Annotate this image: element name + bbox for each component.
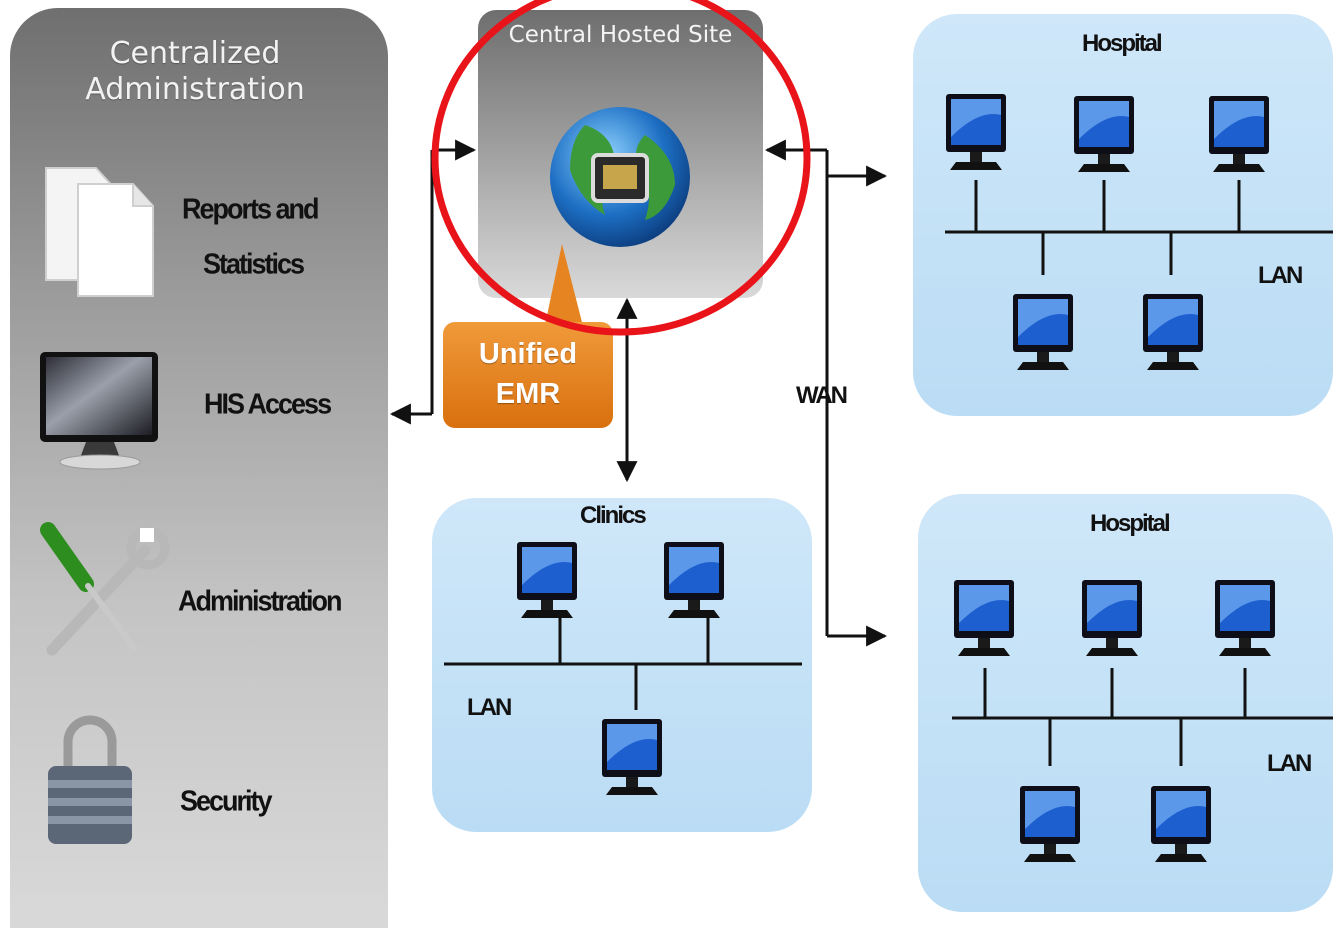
tools-icon: [40, 522, 170, 656]
hospital-bottom-lan-label: LAN: [1267, 750, 1312, 777]
unified-emr-callout: [443, 322, 613, 428]
unified-emr-label: Unified EMR: [478, 338, 578, 410]
his-access-label: HIS Access: [204, 388, 332, 420]
padlock-icon: [48, 715, 132, 844]
clinics-title: Clinics: [580, 502, 647, 529]
highlight-circle: [431, 0, 811, 336]
hospital-top-lan-label: LAN: [1258, 262, 1303, 289]
administration-label: Administration: [178, 585, 343, 617]
emr-callout-pointer: [544, 244, 584, 330]
reports-statistics-label-line1: Reports and: [182, 193, 320, 225]
clinics-lan-label: LAN: [467, 694, 512, 721]
hospital-bottom-title: Hospital: [1090, 510, 1171, 537]
monitor-icon: [40, 352, 158, 470]
wan-label: WAN: [796, 382, 848, 409]
security-label: Security: [180, 785, 273, 817]
hospital-top-title: Hospital: [1082, 30, 1163, 57]
hospital-network-top: [913, 14, 1333, 416]
documents-icon: [45, 167, 154, 297]
globe-network-icon: [550, 107, 690, 247]
admin-panel-title: Centralized Administration: [85, 36, 305, 107]
reports-statistics-label-line2: Statistics: [203, 248, 305, 280]
central-hosted-site-title: Central Hosted Site: [508, 22, 733, 48]
hospital-network-bottom: [918, 494, 1333, 912]
